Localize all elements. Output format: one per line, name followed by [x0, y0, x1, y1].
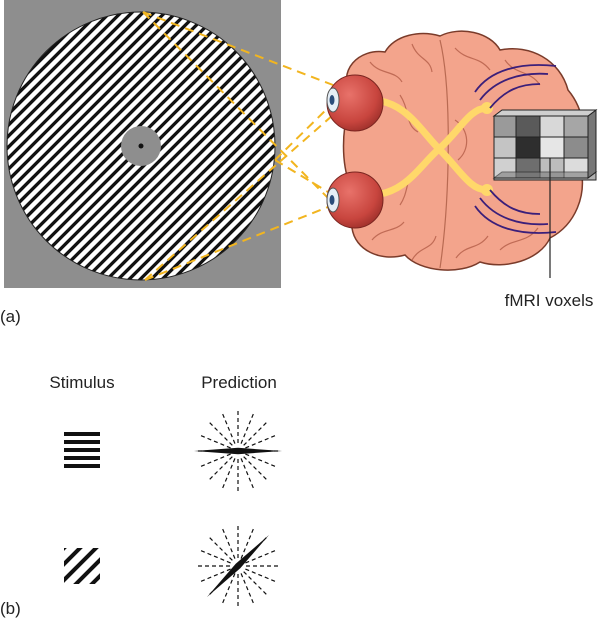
stimulus-horizontal-grating	[64, 432, 100, 468]
prediction-oblique	[196, 524, 280, 608]
stimulus-oblique-grating	[64, 548, 100, 584]
lgn-upper	[481, 102, 493, 114]
fixation-dot	[138, 143, 144, 149]
left-eye	[326, 74, 384, 132]
voxel-label: fMRI voxels	[505, 291, 594, 310]
stimulus-column-header: Stimulus	[49, 373, 114, 392]
retinotopic-map	[474, 64, 557, 234]
voxel-grid	[492, 109, 598, 181]
stimulus-panel	[4, 0, 281, 288]
projection-lines	[142, 11, 334, 281]
prediction-horizontal	[194, 409, 282, 493]
panel-a-label: (a)	[0, 307, 21, 326]
panel-b-label: (b)	[0, 599, 21, 618]
right-eye	[326, 171, 384, 229]
prediction-column-header: Prediction	[201, 373, 277, 392]
lgn-lower	[481, 184, 493, 196]
optic-pathway	[366, 96, 491, 199]
